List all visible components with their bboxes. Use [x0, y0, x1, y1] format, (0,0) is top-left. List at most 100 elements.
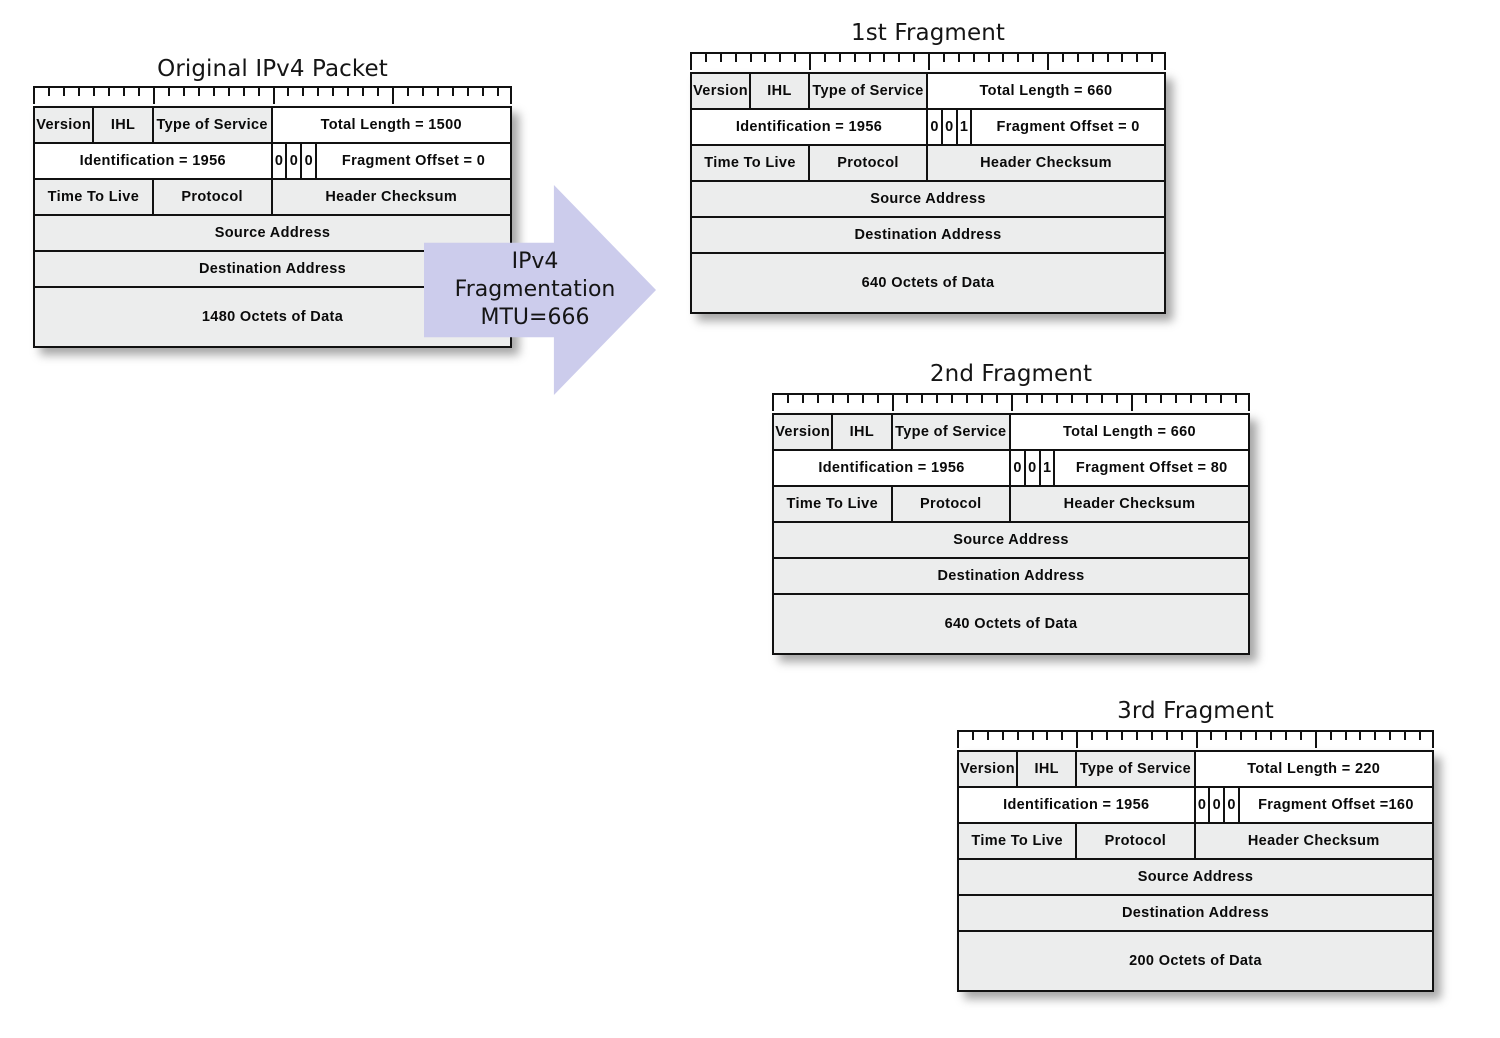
field-version: Version: [959, 752, 1019, 786]
field-flag-bit-2: 0: [942, 110, 958, 144]
field-header-checksum: Header Checksum: [928, 146, 1164, 180]
ruler-tick-17: [1025, 393, 1028, 403]
ruler-tick-6: [779, 52, 782, 62]
ruler-tick-32: [510, 86, 512, 104]
field-type-of-service: Type of Service: [1077, 752, 1196, 786]
ruler-tick-11: [1120, 730, 1123, 740]
ruler-tick-2: [719, 52, 722, 62]
ruler-tick-4: [749, 52, 752, 62]
ruler-tick-27: [1359, 730, 1362, 740]
ruler-tick-26: [1076, 52, 1079, 62]
ruler-tick-21: [1085, 393, 1088, 403]
ruler-tick-15: [257, 86, 260, 96]
ruler-tick-16: [928, 52, 930, 70]
field-ihl: IHL: [94, 108, 154, 142]
ruler-tick-12: [1135, 730, 1138, 740]
ruler-tick-16: [1195, 730, 1198, 748]
ruler-tick-10: [1106, 730, 1109, 740]
ruler-tick-27: [437, 86, 440, 96]
field-total-length-660: Total Length = 660: [928, 74, 1164, 108]
ruler-tick-32: [1248, 393, 1250, 411]
ruler-tick-5: [846, 393, 849, 403]
ruler-tick-3: [734, 52, 737, 62]
ruler-tick-19: [1240, 730, 1243, 740]
ruler-tick-4: [92, 86, 95, 96]
ruler-tick-18: [302, 86, 305, 96]
ruler-tick-7: [794, 52, 797, 62]
ruler-tick-18: [1225, 730, 1228, 740]
ruler-tick-13: [966, 393, 969, 403]
row-destination-address: Destination Address: [692, 218, 1164, 254]
ruler-tick-24: [1130, 393, 1133, 411]
field-version: Version: [35, 108, 95, 142]
field-flag-bit-2: 0: [1025, 451, 1041, 485]
ruler-tick-8: [152, 86, 155, 104]
ruler-tick-26: [1160, 393, 1163, 403]
row-destination-address: Destination Address: [774, 559, 1248, 595]
ruler-tick-15: [1180, 730, 1183, 740]
ruler-tick-32: [1164, 52, 1166, 70]
ruler-tick-17: [942, 52, 945, 62]
row-payload: 640 Octets of Data: [774, 595, 1248, 653]
ruler-tick-6: [861, 393, 864, 403]
ruler-tick-1: [47, 86, 50, 96]
field-identification-1956: Identification = 1956: [774, 451, 1011, 485]
ruler-tick-25: [407, 86, 410, 96]
ruler-tick-23: [1299, 730, 1302, 740]
ruler-tick-8: [891, 393, 894, 411]
field-header-checksum: Header Checksum: [1195, 824, 1432, 858]
ruler-tick-13: [883, 52, 886, 62]
ruler-tick-13: [227, 86, 230, 96]
ruler-tick-12: [212, 86, 215, 96]
bit-ruler-third-fragment: [957, 730, 1434, 748]
field-ihl: IHL: [751, 74, 810, 108]
row-payload: 640 Octets of Data: [692, 254, 1164, 312]
ruler-tick-10: [182, 86, 185, 96]
row-payload: 200 Octets of Data: [959, 932, 1432, 990]
field-protocol: Protocol: [810, 146, 928, 180]
ruler-tick-1: [704, 52, 707, 62]
ruler-tick-12: [868, 52, 871, 62]
field-version: Version: [692, 74, 751, 108]
ruler-tick-23: [1032, 52, 1035, 62]
ruler-tick-19: [317, 86, 320, 96]
field-flag-bit-2: 0: [287, 144, 303, 178]
field-flag-bit-3: 0: [1225, 788, 1240, 822]
ruler-tick-3: [1001, 730, 1004, 740]
field-identification-1956: Identification = 1956: [35, 144, 273, 178]
row-source-address: Source Address: [959, 860, 1432, 896]
ruler-tick-6: [1046, 730, 1049, 740]
packet-title-first-fragment: 1st Fragment: [850, 20, 1005, 46]
field-640-octets-of-data: 640 Octets of Data: [692, 254, 1164, 312]
ruler-tick-10: [921, 393, 924, 403]
ruler-tick-7: [137, 86, 140, 96]
ruler-tick-4: [831, 393, 834, 403]
ruler-tick-21: [347, 86, 350, 96]
ruler-tick-9: [823, 52, 826, 62]
field-fragment-offset-0: Fragment Offset = 0: [972, 110, 1164, 144]
ruler-tick-24: [392, 86, 395, 104]
field-header-checksum: Header Checksum: [1011, 487, 1248, 521]
field-flag-bit-3: 1: [957, 110, 973, 144]
field-flag-bit-1: 0: [928, 110, 943, 144]
field-flag-bit-2: 0: [1210, 788, 1226, 822]
ruler-tick-8: [1076, 730, 1079, 748]
ruler-tick-26: [422, 86, 425, 96]
ruler-tick-14: [898, 52, 901, 62]
field-flag-bit-3: 0: [302, 144, 318, 178]
ruler-tick-2: [801, 393, 804, 403]
ruler-tick-30: [1136, 52, 1139, 62]
field-source-address: Source Address: [959, 860, 1432, 894]
ruler-tick-15: [996, 393, 999, 403]
ruler-tick-24: [1314, 730, 1317, 748]
field-ihl: IHL: [833, 415, 893, 449]
ruler-tick-31: [1235, 393, 1238, 403]
ruler-tick-11: [853, 52, 856, 62]
field-destination-address: Destination Address: [774, 559, 1248, 593]
ruler-tick-29: [1205, 393, 1208, 403]
